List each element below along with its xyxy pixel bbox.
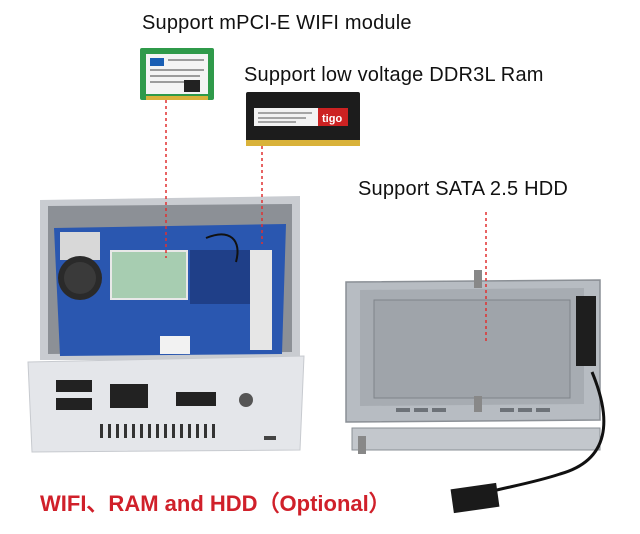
ram-brand-text: tigo	[322, 113, 342, 125]
hdd-support-label: Support SATA 2.5 HDD	[358, 178, 569, 200]
ram-support-label: Support low voltage DDR3L Ram	[244, 64, 544, 86]
hdd-bracket-image	[345, 270, 606, 514]
wifi-support-label: Support mPCI-E WIFI module	[142, 12, 412, 34]
wifi-module-image	[140, 48, 214, 100]
ram-stick-image: tigo	[246, 92, 360, 146]
optional-caption: WIFI、RAM and HDD（Optional）	[40, 491, 391, 516]
mini-pc-image	[27, 196, 305, 453]
leader-lines	[165, 100, 487, 342]
